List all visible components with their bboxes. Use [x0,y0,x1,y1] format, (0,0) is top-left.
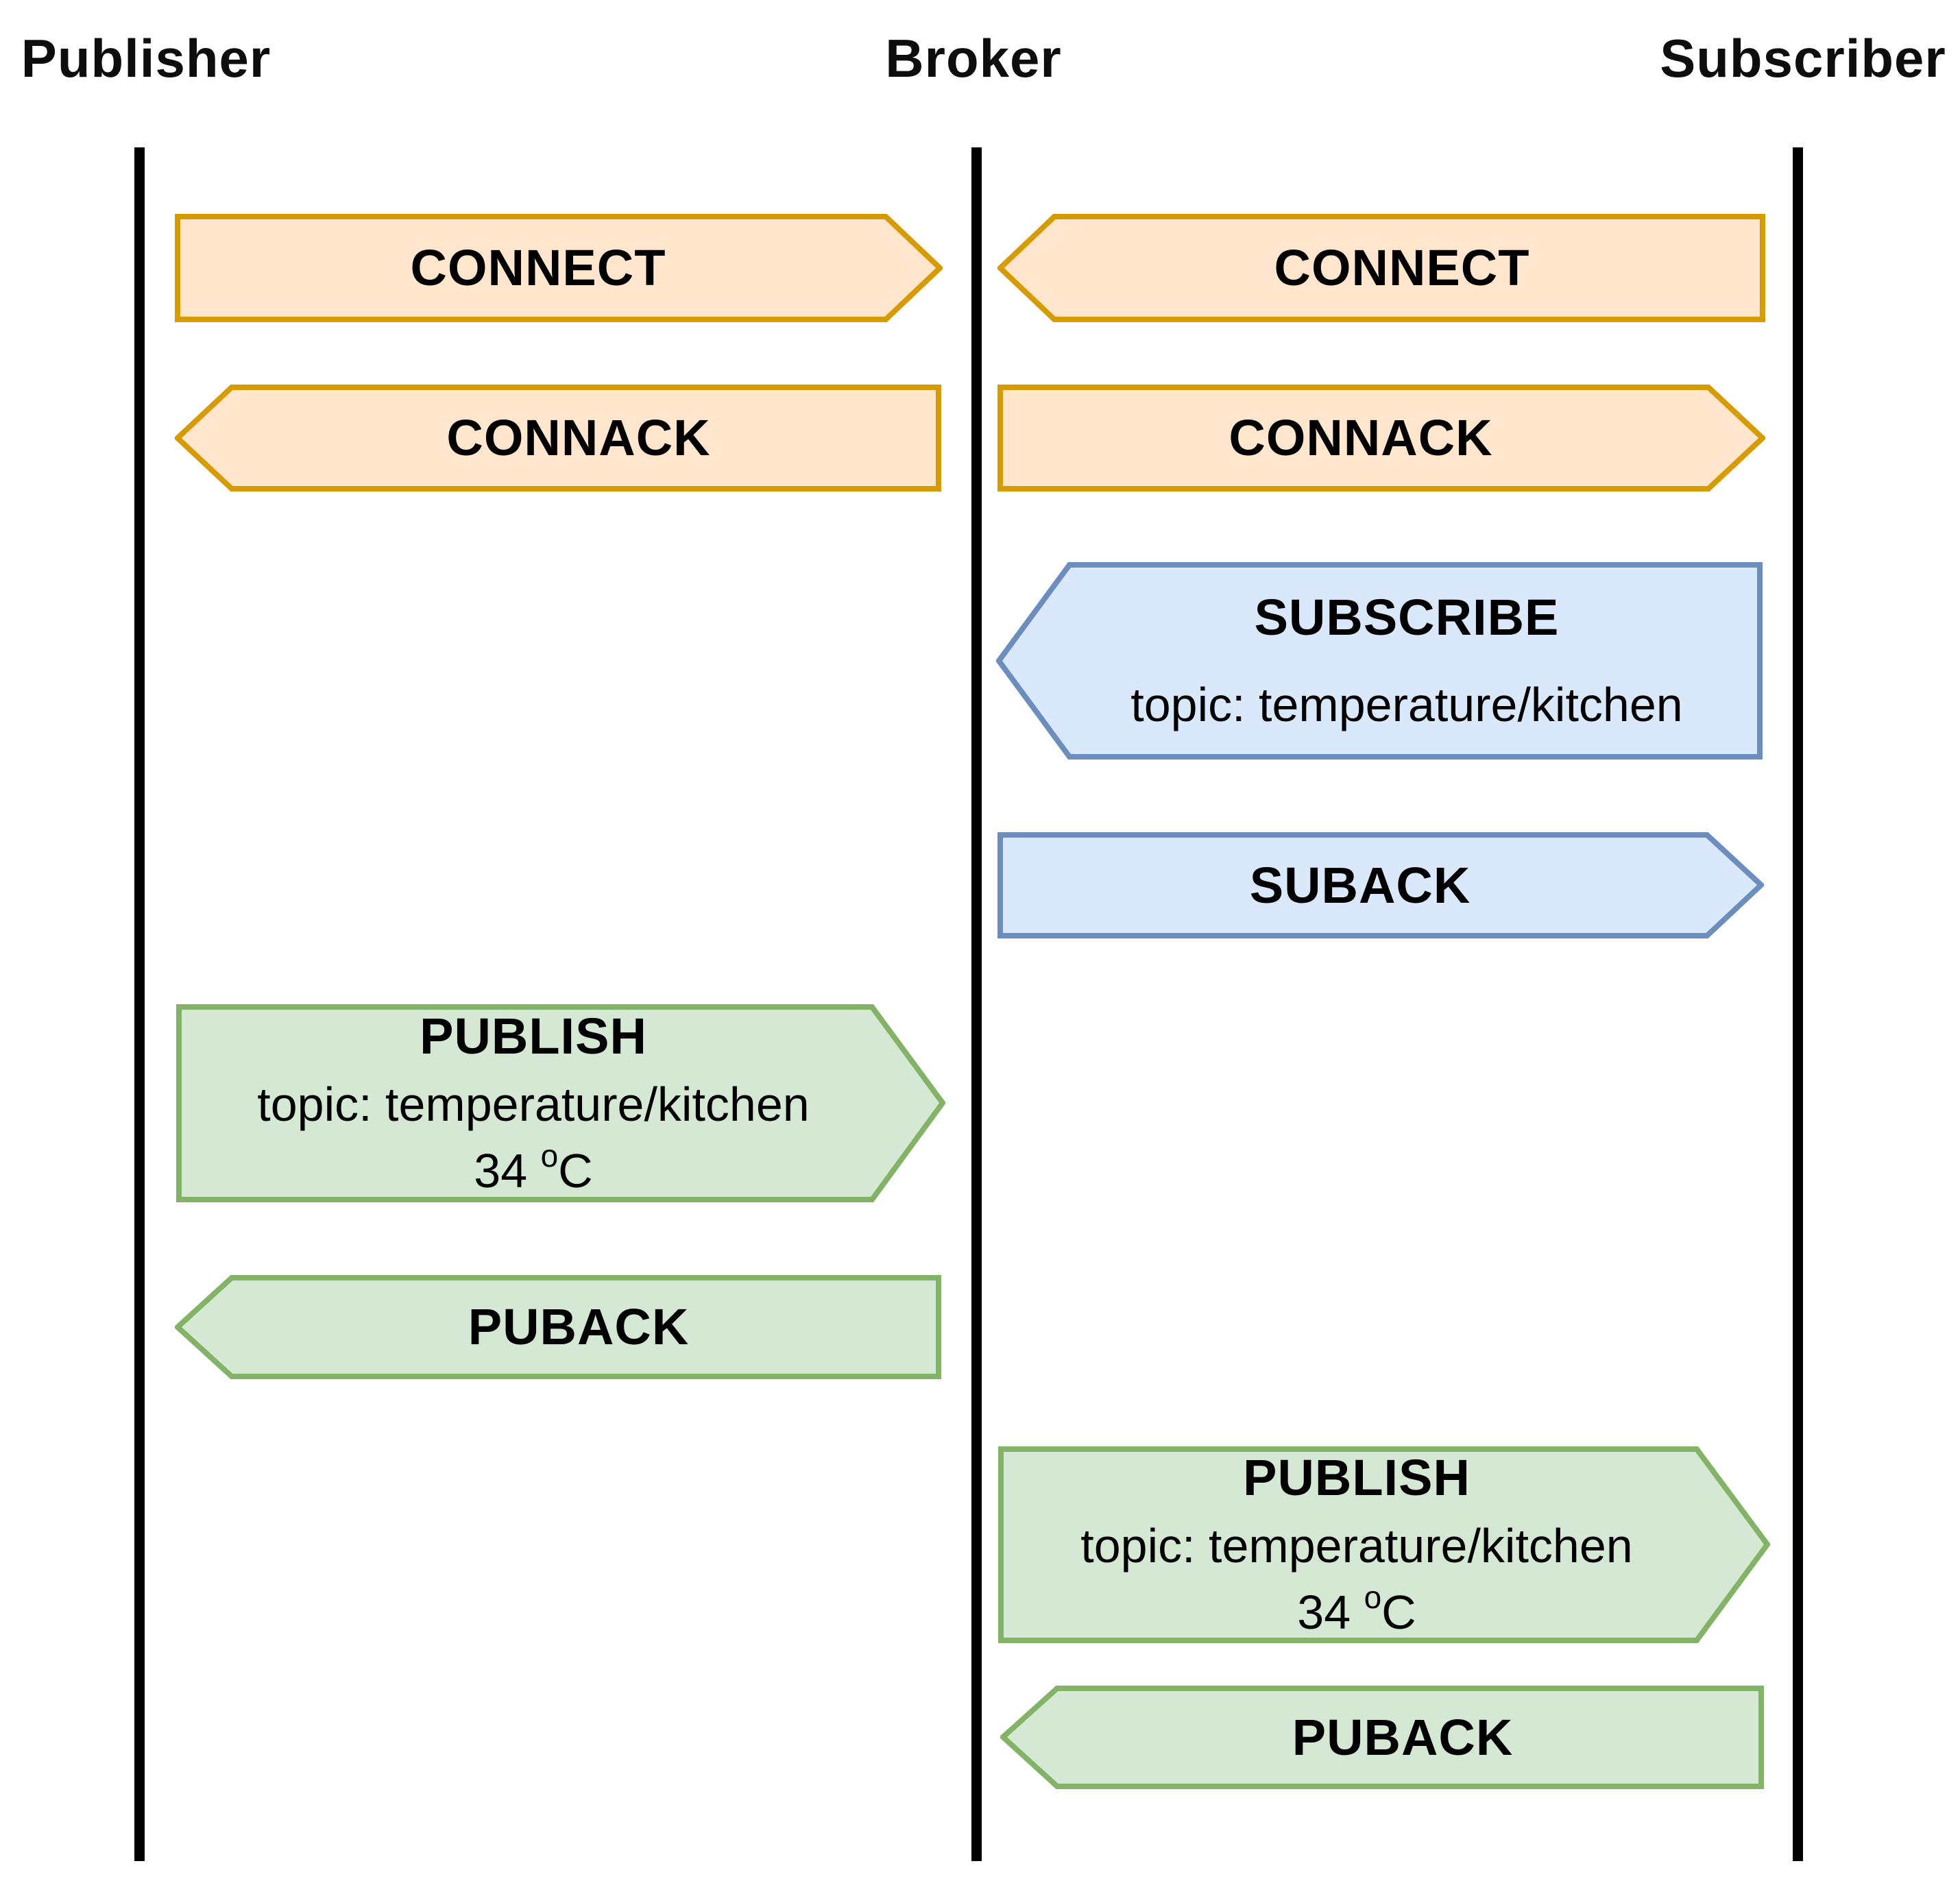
value-number: 34 [474,1144,541,1198]
right-arrow-shape [998,1446,1770,1643]
message-value: 34 oC [474,1140,593,1198]
message-label: CONNECT [410,239,666,297]
message-label: CONNECT [1274,239,1530,297]
lifeline-subscriber [1793,147,1803,1861]
right-arrow-shape [176,1004,945,1202]
left-arrow-shape [175,385,941,491]
left-arrow-shape [996,562,1763,760]
message-label: SUBACK [1249,856,1471,914]
message-topic: topic: temperature/kitchen [257,1077,810,1131]
message-arrow-puback-subscriber-to-broker: PUBACK [1000,1686,1764,1789]
left-arrow-shape [175,1275,941,1379]
degree-symbol: o [540,1138,559,1174]
right-arrow-shape [997,385,1765,491]
message-arrow-connect-publisher-to-broker: CONNECT [175,214,943,322]
message-label: PUBACK [1292,1708,1514,1766]
message-arrow-subscribe-subscriber-to-broker: SUBSCRIBE topic: temperature/kitchen [996,562,1763,760]
message-topic: topic: temperature/kitchen [1080,1518,1633,1573]
message-arrow-suback-broker-to-subscriber: SUBACK [997,832,1764,938]
message-label: PUBLISH [420,1008,647,1065]
message-arrow-connack-broker-to-subscriber: CONNACK [997,385,1765,491]
message-label: CONNACK [1229,409,1493,467]
actor-label-broker: Broker [885,28,1062,88]
lifeline-broker [971,147,982,1861]
actor-label-publisher: Publisher [21,28,271,88]
value-number: 34 [1297,1586,1364,1640]
message-arrow-connack-broker-to-publisher: CONNACK [175,385,941,491]
left-arrow-shape [997,214,1765,322]
message-arrow-publish-publisher-to-broker: PUBLISH topic: temperature/kitchen 34 oC [176,1004,945,1202]
message-label: CONNACK [446,409,711,467]
value-unit: C [1381,1586,1416,1640]
lifeline-publisher [134,147,145,1861]
degree-symbol: o [1364,1579,1382,1616]
message-label: PUBLISH [1243,1449,1471,1507]
message-label: PUBACK [468,1298,690,1356]
message-arrow-publish-broker-to-subscriber: PUBLISH topic: temperature/kitchen 34 oC [998,1446,1770,1643]
right-arrow-shape [175,214,943,322]
message-label: SUBSCRIBE [1254,589,1560,646]
message-topic: topic: temperature/kitchen [1130,678,1683,732]
message-arrow-connect-subscriber-to-broker: CONNECT [997,214,1765,322]
actor-label-subscriber: Subscriber [1660,28,1946,88]
right-arrow-shape [997,832,1764,938]
value-unit: C [558,1144,593,1198]
message-arrow-puback-broker-to-publisher: PUBACK [175,1275,941,1379]
message-value: 34 oC [1297,1581,1416,1640]
left-arrow-shape [1000,1686,1764,1789]
